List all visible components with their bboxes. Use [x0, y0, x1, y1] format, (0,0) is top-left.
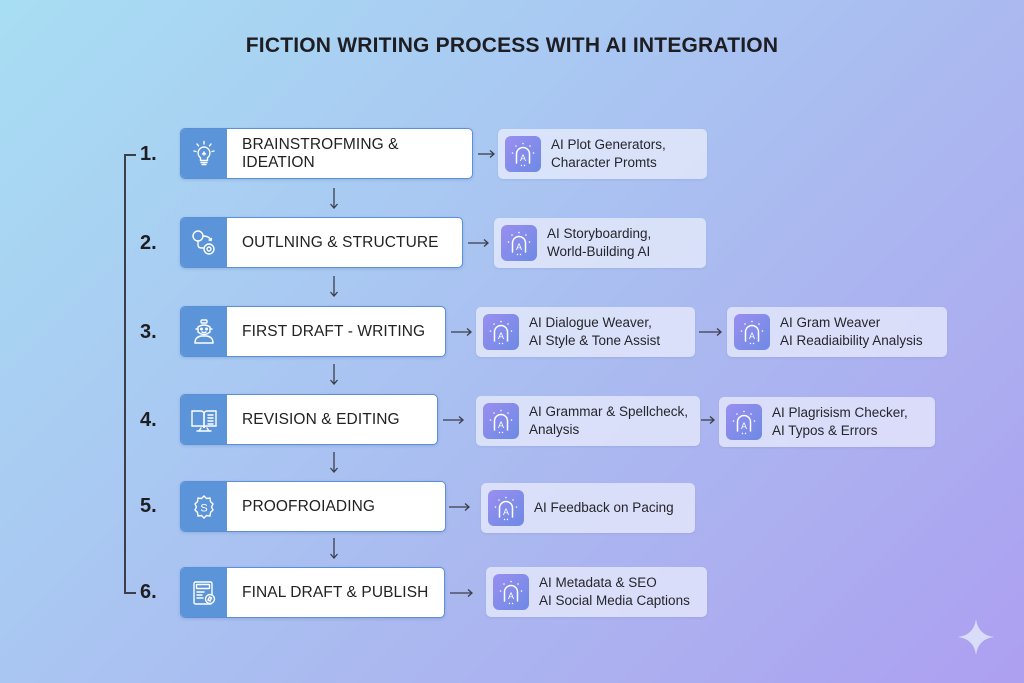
ai-sparkle-icon: A	[488, 490, 524, 526]
step-label: REVISION & EDITING	[242, 410, 400, 428]
step-label: BRAINSTROFMING & IDEATION	[242, 135, 399, 171]
ai-tool-card[interactable]: A AI Metadata & SEO AI Social Media Capt…	[486, 567, 707, 617]
ai-tool-card[interactable]: A AI Dialogue Weaver, AI Style & Tone As…	[476, 307, 695, 357]
step-number-4: 4.	[140, 409, 157, 431]
ai-tool-card[interactable]: A AI Gram Weaver AI Readiaibility Analys…	[727, 307, 947, 357]
arrow-down-icon	[328, 274, 340, 300]
ai-sparkle-icon: A	[493, 574, 529, 610]
arrow-right-icon	[468, 238, 490, 248]
ai-sparkle-icon: A	[483, 403, 519, 439]
arrow-down-icon	[328, 536, 340, 562]
svg-text:A: A	[741, 421, 747, 431]
arrow-right-icon	[700, 415, 716, 425]
arrow-right-icon	[449, 502, 471, 512]
svg-text:A: A	[498, 331, 504, 341]
ai-tool-text: AI Grammar & Spellcheck, Analysis	[529, 404, 689, 437]
svg-text:A: A	[516, 242, 522, 252]
step-box-final-draft[interactable]: FINAL DRAFT & PUBLISH	[180, 567, 445, 618]
ai-tool-card[interactable]: A AI Plot Generators, Character Promts	[498, 129, 707, 179]
draft-document-icon	[181, 568, 227, 617]
ai-tool-card[interactable]: A AI Plagrisism Checker, AI Typos & Erro…	[719, 397, 935, 447]
step-label: OUTLNING & STRUCTURE	[242, 233, 439, 251]
ai-sparkle-icon: A	[734, 314, 770, 350]
ai-tool-text: AI Plot Generators, Character Promts	[551, 137, 666, 170]
svg-text:A: A	[749, 331, 755, 341]
arrow-down-icon	[328, 186, 340, 212]
lightbulb-icon	[181, 129, 227, 178]
svg-text:A: A	[520, 153, 526, 163]
writer-robot-icon	[181, 307, 227, 356]
svg-text:A: A	[503, 507, 509, 517]
step-box-proofreading[interactable]: S PROOFROIADING	[180, 481, 446, 532]
step-label: PROOFROIADING	[242, 497, 376, 515]
step-number-1: 1.	[140, 143, 157, 165]
ai-sparkle-icon: A	[483, 314, 519, 350]
step-label: FINAL DRAFT & PUBLISH	[242, 583, 429, 601]
arrow-right-icon	[699, 327, 723, 337]
arrow-right-icon	[450, 588, 474, 598]
flow-path-icon	[181, 218, 227, 267]
arrow-down-icon	[328, 450, 340, 476]
ai-tool-text: AI Feedback on Pacing	[534, 500, 674, 515]
ai-sparkle-icon: A	[726, 404, 762, 440]
svg-text:A: A	[498, 420, 504, 430]
ai-tool-card[interactable]: A AI Grammar & Spellcheck, Analysis	[476, 396, 700, 446]
ai-sparkle-icon: A	[501, 225, 537, 261]
arrow-right-icon	[478, 149, 496, 159]
ai-tool-card[interactable]: A AI Storyboarding, World-Building AI	[494, 218, 706, 268]
svg-text:S: S	[200, 502, 207, 514]
step-box-revision[interactable]: REVISION & EDITING	[180, 394, 438, 445]
loop-bracket-line	[124, 154, 136, 594]
ai-tool-text: AI Dialogue Weaver, AI Style & Tone Assi…	[529, 315, 661, 348]
gear-dollar-icon: S	[181, 482, 227, 531]
step-number-5: 5.	[140, 495, 157, 517]
ai-tool-card[interactable]: A AI Feedback on Pacing	[481, 483, 695, 533]
ai-tool-text: AI Metadata & SEO AI Social Media Captio…	[539, 575, 690, 608]
step-number-3: 3.	[140, 321, 157, 343]
step-number-2: 2.	[140, 232, 157, 254]
ai-tool-text: AI Storyboarding, World-Building AI	[547, 226, 652, 259]
diagram-title: FICTION WRITING PROCESS WITH AI INTEGRAT…	[245, 34, 779, 57]
svg-text:A: A	[508, 591, 514, 601]
step-box-outlining[interactable]: OUTLNING & STRUCTURE	[180, 217, 463, 268]
step-box-first-draft[interactable]: FIRST DRAFT - WRITING	[180, 306, 446, 357]
step-label: FIRST DRAFT - WRITING	[242, 322, 426, 340]
open-book-icon	[181, 395, 227, 444]
sparkle-logo-icon	[956, 617, 996, 657]
arrow-down-icon	[328, 362, 340, 388]
arrow-right-icon	[443, 415, 465, 425]
step-box-brainstorming[interactable]: BRAINSTROFMING & IDEATION	[180, 128, 473, 179]
step-number-6: 6.	[140, 581, 157, 603]
ai-tool-text: AI Gram Weaver AI Readiaibility Analysis	[780, 315, 923, 348]
ai-sparkle-icon: A	[505, 136, 541, 172]
arrow-right-icon	[451, 327, 473, 337]
ai-tool-text: AI Plagrisism Checker, AI Typos & Errors	[772, 405, 908, 438]
